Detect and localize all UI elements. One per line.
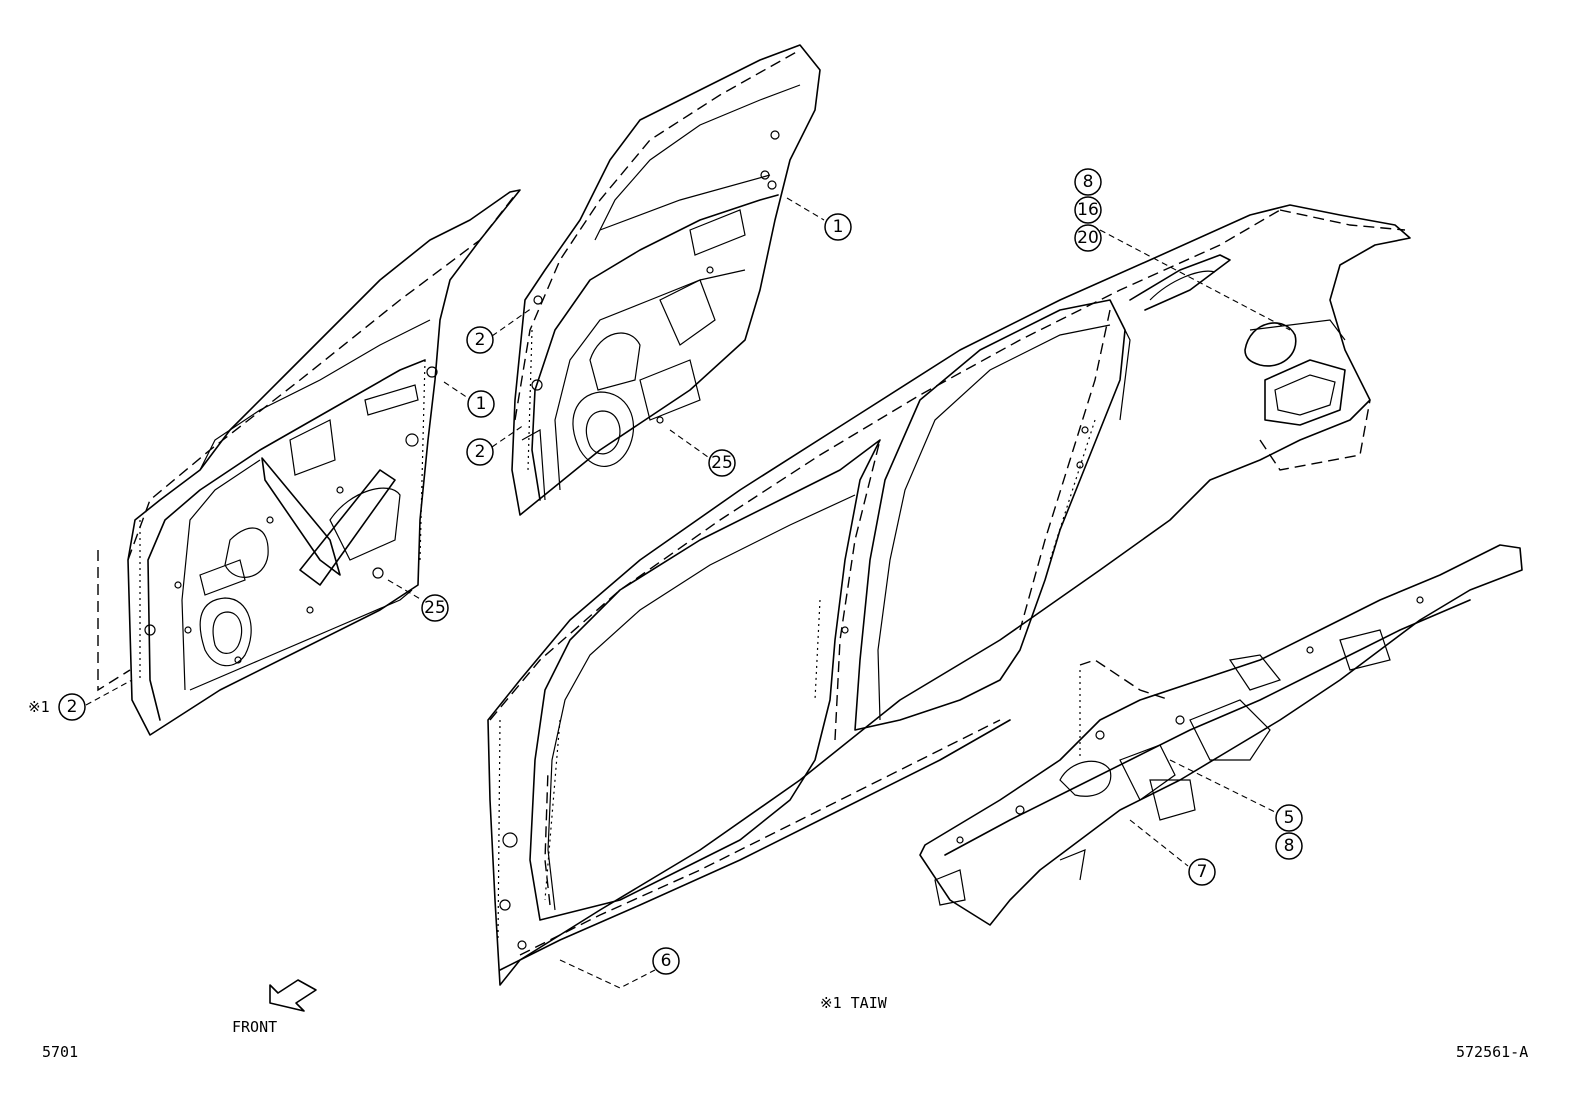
side-body-panel xyxy=(487,204,1411,986)
front-label: FRONT xyxy=(232,1018,277,1036)
floor-side-member xyxy=(919,544,1523,926)
callout-1-front-door: 1 xyxy=(467,390,495,418)
svg-text:8: 8 xyxy=(1083,172,1094,192)
svg-text:5: 5 xyxy=(1284,808,1295,828)
svg-text:7: 7 xyxy=(1197,862,1208,882)
front-door-panel xyxy=(127,189,521,736)
callout-25-rear-door: 25 xyxy=(708,449,736,477)
svg-text:1: 1 xyxy=(833,217,844,237)
svg-text:※1: ※1 xyxy=(28,698,50,716)
front-arrow-icon xyxy=(269,979,317,1012)
front-door-taiw-outline xyxy=(97,550,131,692)
callout-25-front-door: 25 xyxy=(421,594,449,622)
svg-text:1: 1 xyxy=(476,394,487,414)
rear-door-panel xyxy=(511,44,821,516)
callout-2-rear-door-lower: 2 xyxy=(466,438,494,466)
svg-text:2: 2 xyxy=(475,442,486,462)
callout-1-rear-door: 1 xyxy=(824,213,852,241)
callout-8-quarter: 8 xyxy=(1074,168,1102,196)
diagram-code: 572561-A xyxy=(1456,1043,1528,1061)
svg-text:2: 2 xyxy=(475,330,486,350)
callout-8-floor: 8 xyxy=(1275,832,1303,860)
callout-2-rear-door-upper: 2 xyxy=(466,326,494,354)
callout-20-quarter: 20 xyxy=(1074,224,1102,252)
callout-7-floor: 7 xyxy=(1188,858,1216,886)
svg-text:25: 25 xyxy=(711,453,733,473)
svg-text:8: 8 xyxy=(1284,836,1295,856)
callout-16-quarter: 16 xyxy=(1074,196,1102,224)
svg-text:6: 6 xyxy=(661,951,672,971)
taiw-note: ※1 TAIW xyxy=(820,994,888,1012)
svg-text:2: 2 xyxy=(67,697,78,717)
svg-text:16: 16 xyxy=(1077,200,1099,220)
page-code: 5701 xyxy=(42,1043,78,1061)
svg-text:25: 25 xyxy=(424,598,446,618)
callout-2-taiw: ※1 2 xyxy=(28,693,86,721)
callout-6-rocker: 6 xyxy=(652,947,680,975)
svg-text:20: 20 xyxy=(1077,228,1099,248)
callout-5-floor: 5 xyxy=(1275,804,1303,832)
